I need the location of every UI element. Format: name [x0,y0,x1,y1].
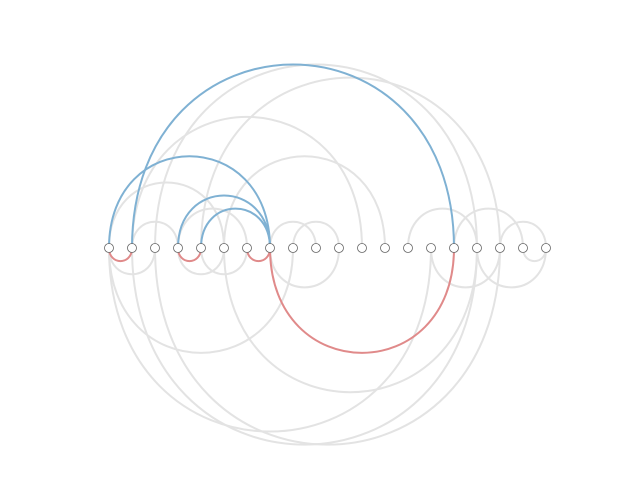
node-n16[interactable] [472,243,482,253]
link-n0-n2 [108,247,156,276]
node-n9[interactable] [311,243,321,253]
node-n15[interactable] [449,243,459,253]
link-n1-n11 [131,116,363,249]
node-n8[interactable] [288,243,298,253]
link-n7-n15 [269,247,455,354]
link-n5-n12 [223,155,386,249]
link-n0-n5 [108,181,225,249]
link-n17-n19 [499,220,547,249]
node-n4[interactable] [196,243,206,253]
link-n4-n17 [200,76,501,249]
link-n2-n17 [154,247,501,446]
link-n7-n9 [269,220,317,249]
node-n18[interactable] [518,243,528,253]
node-n6[interactable] [242,243,252,253]
link-n0-n7 [108,155,271,249]
node-n19[interactable] [541,243,551,253]
link-n5-n16 [223,247,478,394]
node-n10[interactable] [334,243,344,253]
link-n4-n7 [200,207,271,249]
node-n17[interactable] [495,243,505,253]
nodes-layer [104,243,551,253]
node-n12[interactable] [380,243,390,253]
link-n13-n16 [407,207,478,249]
link-n4-n6 [200,247,248,276]
node-n3[interactable] [173,243,183,253]
node-n5[interactable] [219,243,229,253]
node-n13[interactable] [403,243,413,253]
link-n3-n7 [177,194,271,249]
node-n1[interactable] [127,243,137,253]
link-n1-n16 [131,247,478,446]
node-n0[interactable] [104,243,114,253]
link-n1-n15 [131,63,455,249]
link-n3-n5 [177,247,225,276]
link-n15-n18 [453,207,524,249]
link-n14-n17 [430,247,501,289]
links-layer [108,63,547,446]
node-n2[interactable] [150,243,160,253]
node-n14[interactable] [426,243,436,253]
node-n7[interactable] [265,243,275,253]
link-n0-n8 [108,247,294,354]
link-n1-n3 [131,220,179,249]
link-n8-n10 [292,220,340,249]
link-n7-n10 [269,247,340,289]
link-n3-n6 [177,207,248,249]
node-n11[interactable] [357,243,367,253]
link-n16-n19 [476,247,547,289]
